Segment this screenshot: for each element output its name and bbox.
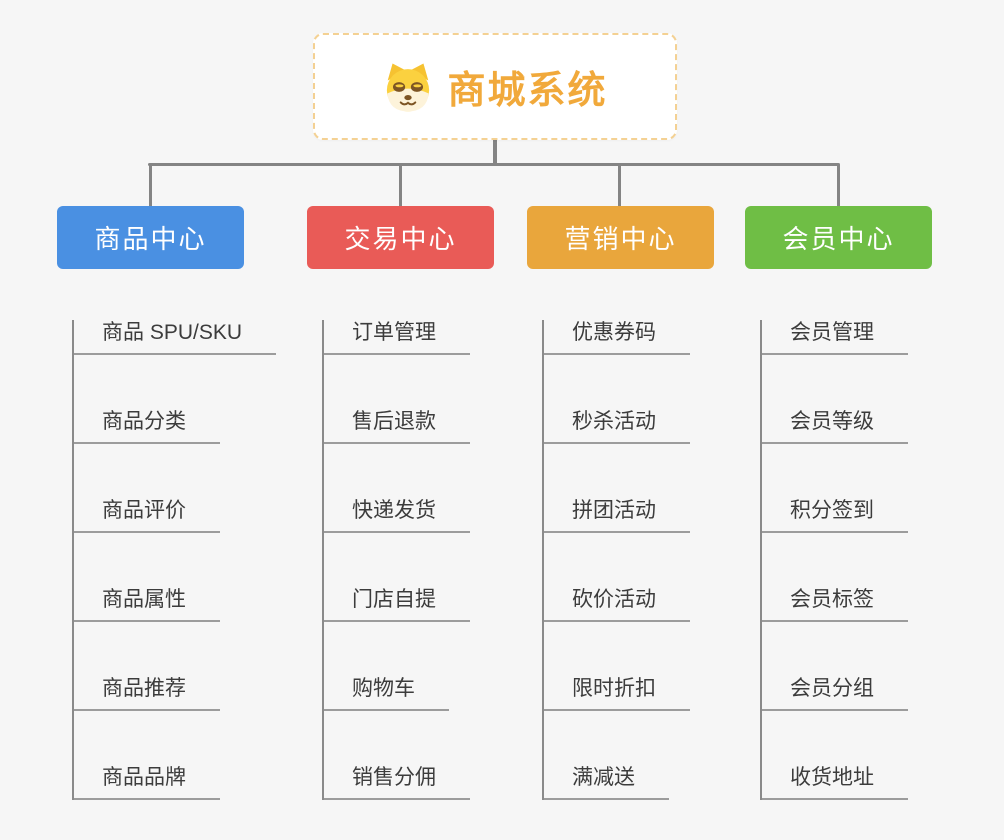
mindmap-leaf[interactable]: 订单管理 [324, 320, 470, 355]
branch-trade-center: 交易中心 订单管理 售后退款 快递发货 门店自提 购物车 销售分佣 [307, 206, 494, 800]
mindmap-leaf[interactable]: 商品 SPU/SKU [74, 320, 277, 355]
branch-header-member-center[interactable]: 会员中心 [745, 206, 932, 269]
mindmap-leaf[interactable]: 限时折扣 [544, 676, 690, 711]
mindmap-leaf[interactable]: 商品分类 [74, 409, 220, 444]
doge-icon [382, 61, 434, 113]
mindmap-leaf[interactable]: 商品推荐 [74, 676, 220, 711]
connector-drop-product-center [149, 165, 152, 207]
branch-product-center: 商品中心 商品 SPU/SKU 商品分类 商品评价 商品属性 商品推荐 商品品牌 [57, 206, 277, 800]
mindmap-leaf[interactable]: 快递发货 [324, 498, 470, 533]
connector-bus-line [148, 163, 840, 166]
mindmap-leaf[interactable]: 满减送 [544, 765, 669, 800]
connector-root-drop [493, 139, 497, 166]
connector-drop-trade-center [399, 165, 402, 207]
mindmap-leaf[interactable]: 销售分佣 [324, 765, 470, 800]
mindmap-leaf[interactable]: 积分签到 [762, 498, 908, 533]
mindmap-leaf[interactable]: 秒杀活动 [544, 409, 690, 444]
mindmap-leaf[interactable]: 商品评价 [74, 498, 220, 533]
mindmap-leaf[interactable]: 收货地址 [762, 765, 908, 800]
mindmap-leaf[interactable]: 拼团活动 [544, 498, 690, 533]
branch-children-marketing-center: 优惠券码 秒杀活动 拼团活动 砍价活动 限时折扣 满减送 [542, 320, 714, 800]
mindmap-leaf[interactable]: 会员管理 [762, 320, 908, 355]
mindmap-leaf[interactable]: 购物车 [324, 676, 449, 711]
root-title: 商城系统 [447, 70, 608, 112]
branch-marketing-center: 营销中心 优惠券码 秒杀活动 拼团活动 砍价活动 限时折扣 满减送 [527, 206, 714, 800]
branch-children-product-center: 商品 SPU/SKU 商品分类 商品评价 商品属性 商品推荐 商品品牌 [72, 320, 277, 800]
mindmap-leaf[interactable]: 门店自提 [324, 587, 470, 622]
mindmap-leaf[interactable]: 售后退款 [324, 409, 470, 444]
mindmap-leaf[interactable]: 优惠券码 [544, 320, 690, 355]
branch-children-member-center: 会员管理 会员等级 积分签到 会员标签 会员分组 收货地址 [760, 320, 932, 800]
branch-header-product-center[interactable]: 商品中心 [57, 206, 244, 269]
branch-header-marketing-center[interactable]: 营销中心 [527, 206, 714, 269]
mindmap-leaf[interactable]: 商品属性 [74, 587, 220, 622]
root-node[interactable]: 商城系统 [313, 33, 677, 140]
mindmap-leaf[interactable]: 商品品牌 [74, 765, 220, 800]
mindmap-leaf[interactable]: 砍价活动 [544, 587, 690, 622]
branch-children-trade-center: 订单管理 售后退款 快递发货 门店自提 购物车 销售分佣 [322, 320, 494, 800]
mindmap-leaf[interactable]: 会员标签 [762, 587, 908, 622]
mindmap-leaf[interactable]: 会员等级 [762, 409, 908, 444]
branch-header-trade-center[interactable]: 交易中心 [307, 206, 494, 269]
connector-drop-marketing-center [618, 165, 621, 207]
branch-member-center: 会员中心 会员管理 会员等级 积分签到 会员标签 会员分组 收货地址 [745, 206, 932, 800]
connector-drop-member-center [837, 165, 840, 207]
mindmap-leaf[interactable]: 会员分组 [762, 676, 908, 711]
